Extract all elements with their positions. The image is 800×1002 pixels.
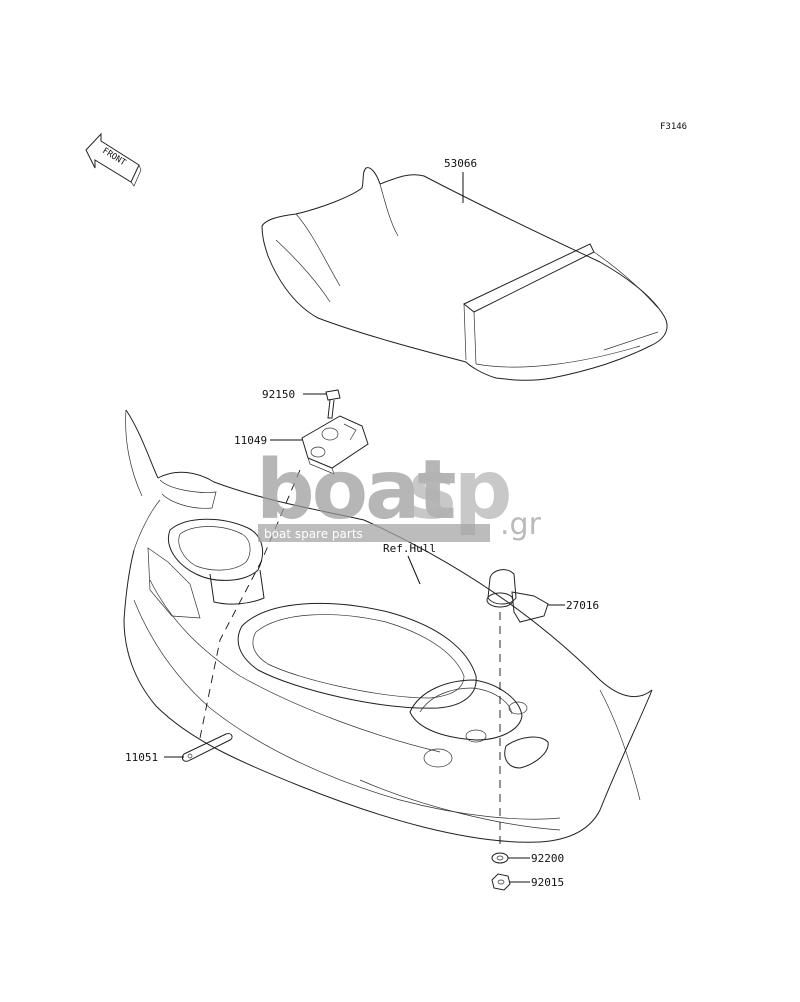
hull-leader xyxy=(407,555,421,585)
nut-drawing xyxy=(491,873,511,891)
part-number-92015: 92015 xyxy=(531,876,564,889)
front-arrow-icon: FRONT xyxy=(85,132,142,187)
reference-hull-label: Ref.Hull xyxy=(383,542,436,555)
strap-drawing xyxy=(181,733,233,762)
part-number-92200: 92200 xyxy=(531,852,564,865)
seat-drawing xyxy=(261,167,668,381)
knob-drawing xyxy=(486,569,549,623)
bracket-drawing xyxy=(301,415,369,475)
figure-code: F3146 xyxy=(660,122,687,132)
part-number-27016: 27016 xyxy=(566,599,599,612)
watermark-tagline: boat spare parts xyxy=(264,527,363,541)
part-number-11049: 11049 xyxy=(234,434,267,447)
hull-drawing xyxy=(123,409,653,843)
watermark-tagline-bar xyxy=(258,524,490,542)
washer-drawing xyxy=(491,852,509,864)
watermark-logo: boat sp .gr boat spare parts xyxy=(256,443,542,542)
watermark-brand-left: boat xyxy=(256,443,455,538)
watermark-brand-right: sp xyxy=(408,443,510,538)
part-number-53066: 53066 xyxy=(444,157,477,170)
bracket-assembly-line xyxy=(199,469,301,739)
bolt-drawing xyxy=(325,389,341,419)
part-number-92150: 92150 xyxy=(262,388,295,401)
part-number-11051: 11051 xyxy=(125,751,158,764)
watermark-domain: .gr xyxy=(500,507,542,542)
